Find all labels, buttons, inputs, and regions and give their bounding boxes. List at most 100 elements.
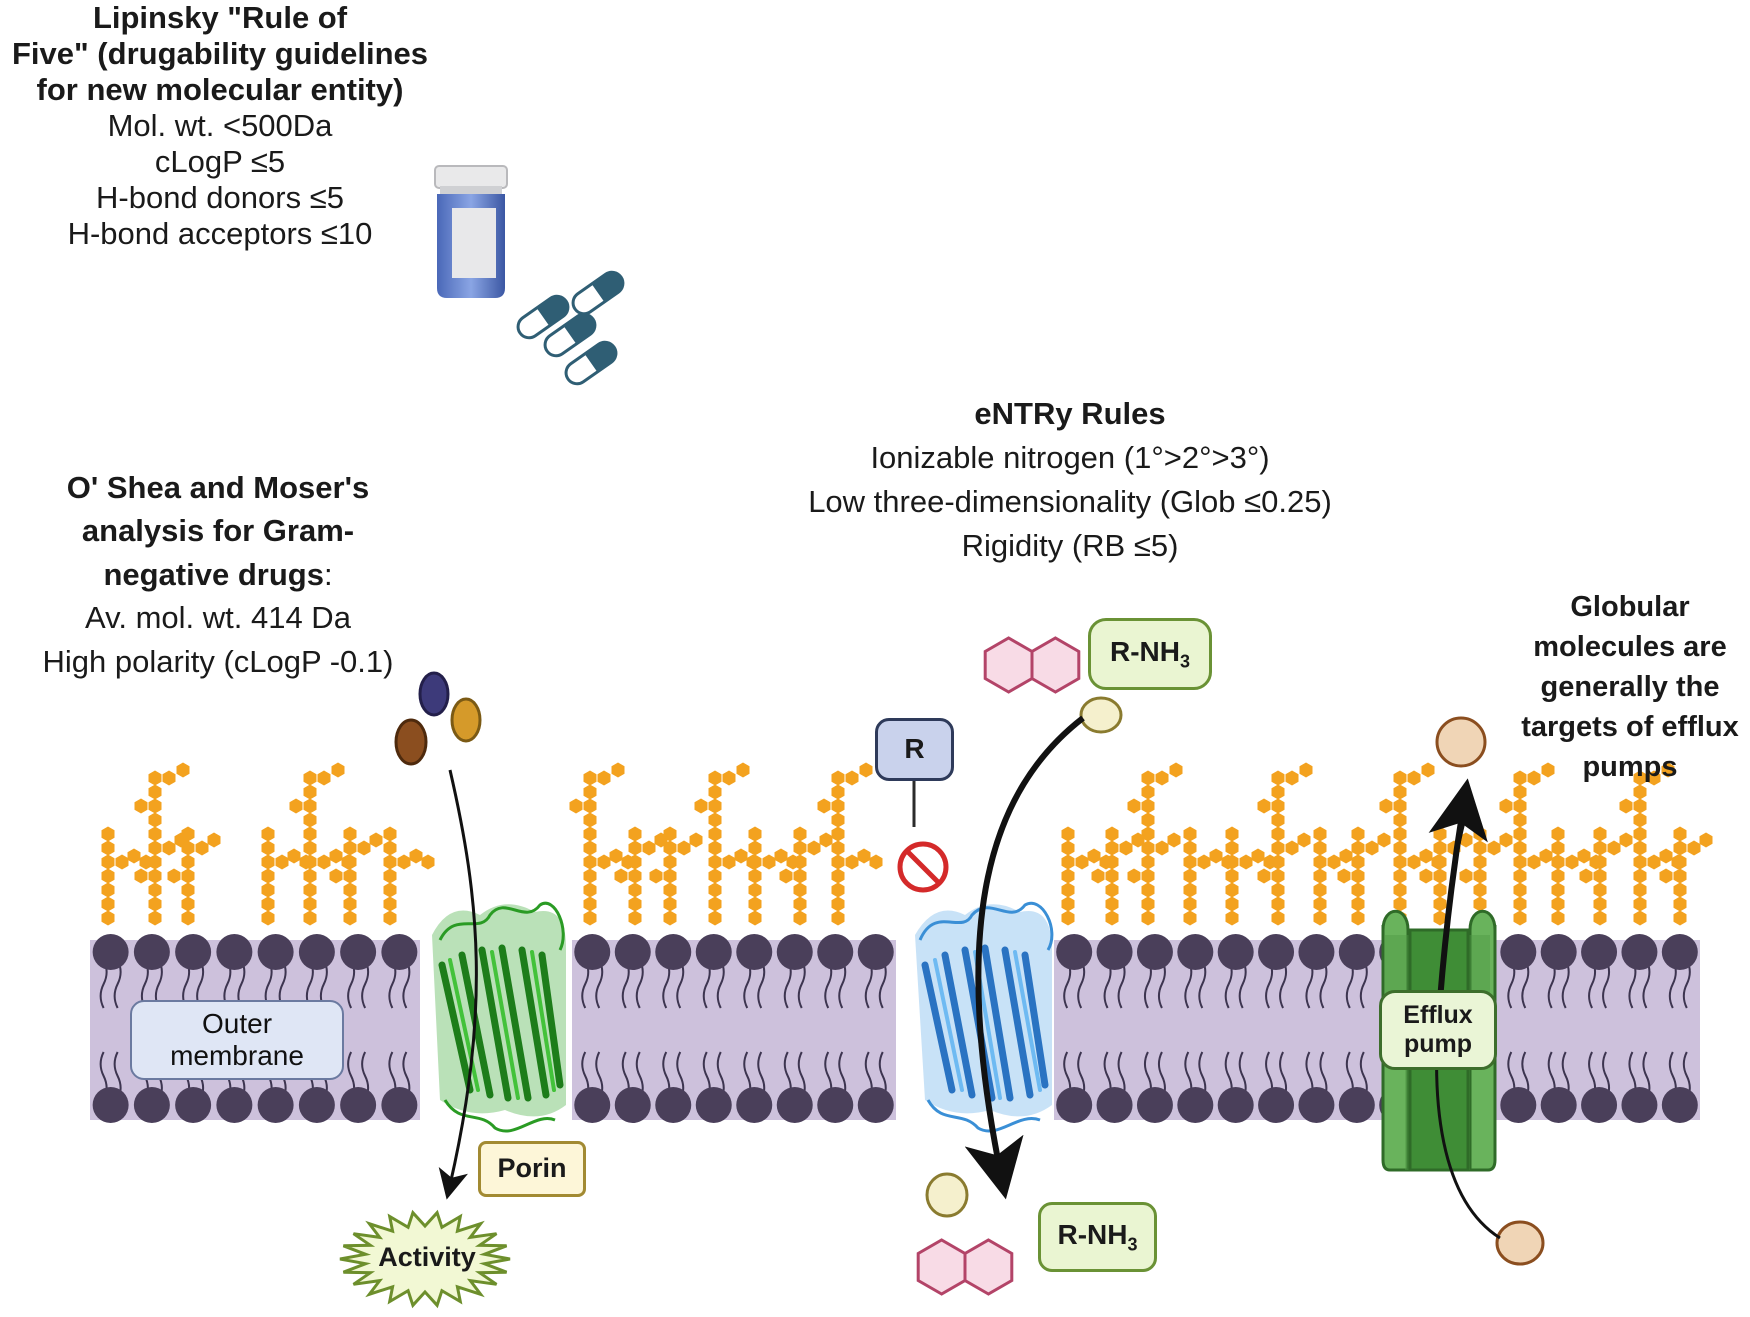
- lps-sugar: [1473, 868, 1487, 884]
- lps-sugar: [831, 784, 845, 800]
- lps-sugar: [1127, 798, 1141, 814]
- lps-sugar: [1141, 840, 1155, 856]
- lps-sugar: [1459, 868, 1473, 884]
- lps-sugar: [1155, 840, 1169, 856]
- lps-sugar: [663, 896, 677, 912]
- lps-sugar: [1379, 798, 1393, 814]
- lps-sugar: [1527, 770, 1541, 786]
- lps-sugar: [1339, 848, 1353, 864]
- lps-sugar: [1433, 910, 1447, 926]
- lps-sugar: [845, 770, 859, 786]
- oshea-title-line: O' Shea and Moser's: [66, 470, 370, 505]
- lipid-head: [614, 934, 651, 970]
- lps-sugar: [1365, 840, 1379, 856]
- oshea-title-colon: :: [323, 556, 333, 592]
- lipid-head: [133, 934, 170, 970]
- lps-sugar: [1225, 896, 1239, 912]
- lipid-head: [175, 934, 212, 970]
- lps-sugar: [134, 868, 148, 884]
- lipinsky-rule: cLogP ≤5: [154, 143, 286, 179]
- oshea-title-line: negative drugs: [103, 556, 324, 592]
- lps-sugar: [817, 798, 831, 814]
- lps-sugar: [583, 784, 597, 800]
- lps-sugar: [1673, 826, 1687, 842]
- lps-sugar: [831, 812, 845, 828]
- lps-sugar: [1351, 854, 1365, 870]
- lps-sugar: [261, 896, 275, 912]
- lps-sugar: [1271, 882, 1285, 898]
- lipid-head: [1177, 934, 1214, 970]
- lps-sugar: [1565, 854, 1579, 870]
- activity-label-text: Activity: [378, 1242, 476, 1273]
- oshea-title-line: analysis for Gram-: [81, 513, 355, 549]
- lps-sugar: [181, 882, 195, 898]
- lps-sugar: [1257, 798, 1271, 814]
- lps-sugar: [583, 854, 597, 870]
- lps-sugar: [303, 826, 317, 842]
- lps-sugar: [734, 848, 748, 864]
- lps-sugar: [303, 784, 317, 800]
- lipinsky-title-line: Five" (drugability guidelines: [11, 35, 429, 71]
- aromatic-ring: [963, 1238, 1014, 1296]
- lipid-head: [1217, 934, 1254, 970]
- lipid-head: [1056, 1087, 1093, 1123]
- lps-sugar: [1313, 826, 1327, 842]
- lps-sugar: [148, 770, 162, 786]
- lps-sugar: [1393, 840, 1407, 856]
- lipid-head: [1177, 1087, 1214, 1123]
- lipinsky-rule: H-bond acceptors ≤10: [67, 215, 373, 251]
- lps-sugar: [343, 840, 357, 856]
- lipid-head: [736, 934, 773, 970]
- molecule-dot-cream-top: [1079, 696, 1123, 734]
- lps-sugar: [383, 882, 397, 898]
- lipid-head: [1661, 1087, 1698, 1123]
- lps-sugar: [831, 770, 845, 786]
- lps-sugar: [1593, 882, 1607, 898]
- entry-rules-block: eNTRy Rules Ionizable nitrogen (1°>2°>3°…: [740, 392, 1400, 568]
- lps-sugar: [383, 854, 397, 870]
- lps-sugar: [1105, 840, 1119, 856]
- lps-sugar: [748, 910, 762, 926]
- lps-sugar: [303, 882, 317, 898]
- lps-sugar: [303, 854, 317, 870]
- lps-sugar: [303, 770, 317, 786]
- activity-label: Activity: [352, 1236, 502, 1280]
- lps-sugar: [748, 826, 762, 842]
- rnh3-label-bottom: R-NH3: [1038, 1202, 1157, 1272]
- lps-sugar: [1141, 826, 1155, 842]
- lps-sugar: [329, 868, 343, 884]
- lipid-head: [133, 1087, 170, 1123]
- lipid-head: [1298, 934, 1335, 970]
- lps-sugar: [831, 826, 845, 842]
- lps-sugar: [1061, 896, 1075, 912]
- lps-sugar: [1271, 798, 1285, 814]
- lps-sugar: [1225, 826, 1239, 842]
- aromatic-rings-bottom: [916, 1238, 1014, 1296]
- lps-sugar: [1433, 896, 1447, 912]
- globular-line: pumps: [1582, 751, 1678, 784]
- lipinsky-rule: H-bond donors ≤5: [96, 179, 344, 215]
- outer-membrane-label-line: membrane: [170, 1040, 304, 1071]
- molecule-dot-amber: [450, 697, 482, 743]
- lps-sugar: [303, 868, 317, 884]
- lps-sugar: [583, 812, 597, 828]
- lps-sugar: [1285, 770, 1299, 786]
- lps-sugar: [748, 896, 762, 912]
- lps-sugar: [148, 812, 162, 828]
- lps-sugar: [148, 854, 162, 870]
- lps-sugar: [1659, 848, 1673, 864]
- lps-sugar: [694, 798, 708, 814]
- lps-sugar: [663, 882, 677, 898]
- lps-sugar: [1209, 848, 1223, 864]
- rnh3-top-text: R-NH: [1109, 635, 1180, 667]
- lps-sugar: [1513, 854, 1527, 870]
- lipid-head: [1338, 934, 1375, 970]
- lipinsky-title-line: Lipinsky "Rule of: [92, 0, 348, 35]
- lipid-head: [216, 1087, 253, 1123]
- lps-sugar: [1633, 812, 1647, 828]
- lipid-head: [1581, 1087, 1618, 1123]
- lps-sugar: [1393, 868, 1407, 884]
- lps-sugar: [1473, 896, 1487, 912]
- lps-sugar: [628, 868, 642, 884]
- lps-sugar: [597, 854, 611, 870]
